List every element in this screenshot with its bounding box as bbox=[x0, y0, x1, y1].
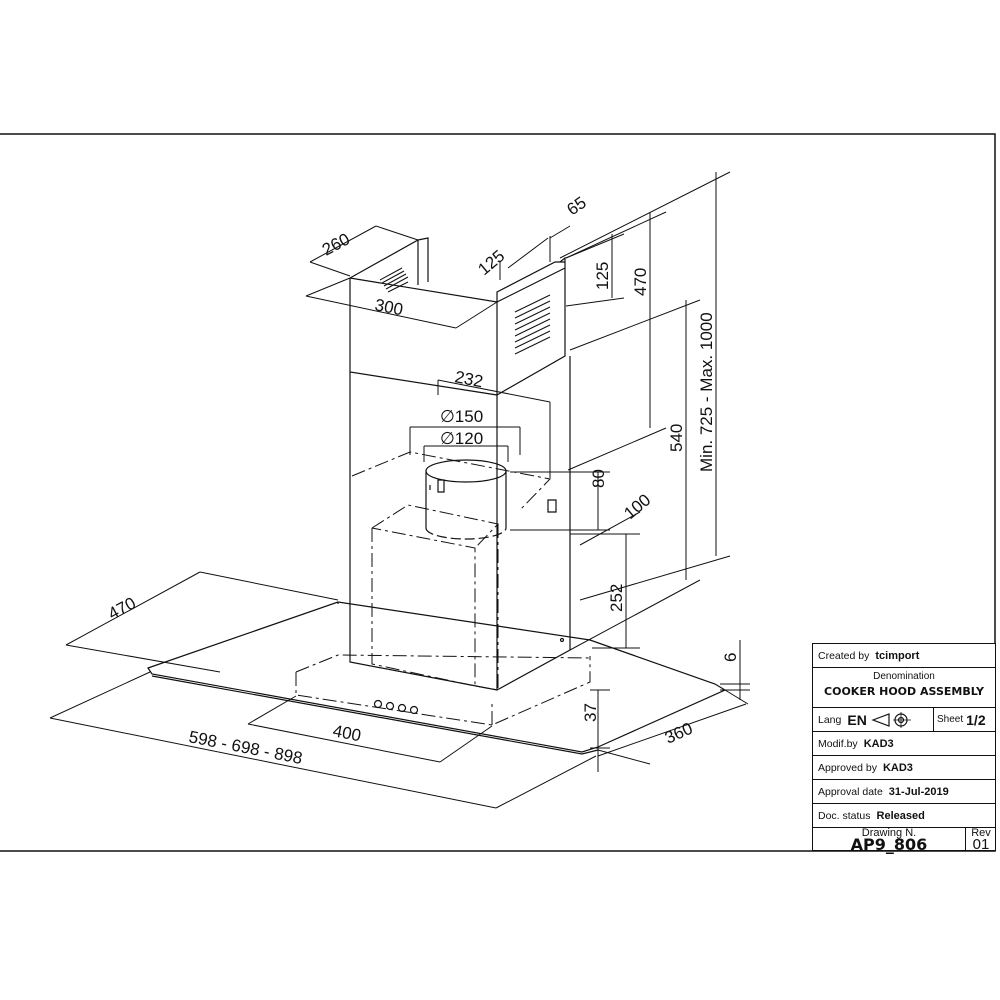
approved-value: KAD3 bbox=[882, 761, 913, 774]
title-block: Created by tcimport Denomination COOKER … bbox=[812, 643, 996, 854]
dim-upper-470: 470 bbox=[631, 268, 650, 296]
projection-symbol-icon bbox=[871, 711, 911, 728]
dim-diameter-150: ∅150 bbox=[440, 407, 483, 426]
dim-top-260: 260 bbox=[319, 229, 353, 259]
denomination-value: COOKER HOOD ASSEMBLY bbox=[824, 685, 984, 698]
dim-depth-470: 470 bbox=[105, 593, 139, 623]
denomination-row: Denomination COOKER HOOD ASSEMBLY bbox=[813, 668, 995, 708]
dim-vent-125-diagonal: 125 bbox=[474, 246, 508, 279]
drawing-number-row: Drawing N. AP9_806 Rev 01 bbox=[813, 827, 996, 854]
revision-value: 01 bbox=[972, 836, 990, 853]
created-by-value: tcimport bbox=[875, 649, 920, 662]
created-by-row: Created by tcimport bbox=[813, 644, 995, 668]
dim-outlet-80: 80 bbox=[589, 469, 608, 488]
revision-label: Rev bbox=[971, 827, 991, 839]
dim-vent-125-vertical: 125 bbox=[593, 262, 612, 290]
approval-date-label: Approval date bbox=[818, 785, 883, 798]
dim-diameter-120: ∅120 bbox=[440, 429, 483, 448]
dim-width-options: 598 - 698 - 898 bbox=[187, 727, 304, 768]
sheet-value: 1/2 bbox=[966, 711, 986, 728]
approval-date-value: 31-Jul-2019 bbox=[888, 785, 949, 798]
status-row: Doc. status Released bbox=[813, 804, 995, 828]
dim-side-65: 65 bbox=[563, 193, 589, 219]
vent-slots-right bbox=[514, 294, 551, 355]
lang-row: Lang EN Sheet 1/2 bbox=[813, 708, 995, 732]
modif-label: Modif.by bbox=[818, 737, 858, 750]
dimension-lines bbox=[49, 171, 750, 809]
hood-body bbox=[295, 451, 593, 726]
drawing-number-box: Drawing N. AP9_806 bbox=[813, 827, 965, 854]
outlet-collar bbox=[425, 459, 557, 540]
drawing-number-value: AP9_806 bbox=[850, 835, 928, 854]
dim-outlet-100: 100 bbox=[620, 490, 654, 523]
approved-row: Approved by KAD3 bbox=[813, 756, 995, 780]
dim-body-252: 252 bbox=[607, 584, 626, 612]
approval-date-row: Approval date 31-Jul-2019 bbox=[813, 780, 995, 804]
chimney bbox=[349, 237, 571, 691]
approved-label: Approved by bbox=[818, 761, 877, 774]
sheet-label: Sheet bbox=[937, 714, 964, 725]
lang-value: EN bbox=[847, 711, 867, 728]
control-buttons bbox=[373, 699, 419, 715]
dim-overall-height: Min. 725 - Max. 1000 bbox=[697, 312, 716, 472]
modif-value: KAD3 bbox=[863, 737, 894, 750]
dim-width-232: 232 bbox=[453, 367, 484, 391]
drawing-frame bbox=[0, 133, 996, 852]
drawing-number-label: Drawing N. bbox=[861, 827, 917, 839]
created-by-label: Created by bbox=[818, 649, 870, 662]
dim-panel-37: 37 bbox=[581, 703, 600, 722]
status-label: Doc. status bbox=[818, 809, 871, 822]
dim-chimney-540: 540 bbox=[667, 424, 686, 452]
lang-label: Lang bbox=[818, 713, 842, 726]
revision-box: Rev 01 bbox=[965, 827, 996, 853]
sheet-box: Sheet 1/2 bbox=[933, 708, 986, 731]
dim-glass-6: 6 bbox=[721, 653, 740, 662]
denomination-label: Denomination bbox=[873, 671, 935, 682]
dim-top-300: 300 bbox=[373, 295, 404, 319]
vent-slots-left bbox=[379, 267, 409, 293]
modif-row: Modif.by KAD3 bbox=[813, 732, 995, 756]
status-value: Released bbox=[876, 809, 925, 822]
